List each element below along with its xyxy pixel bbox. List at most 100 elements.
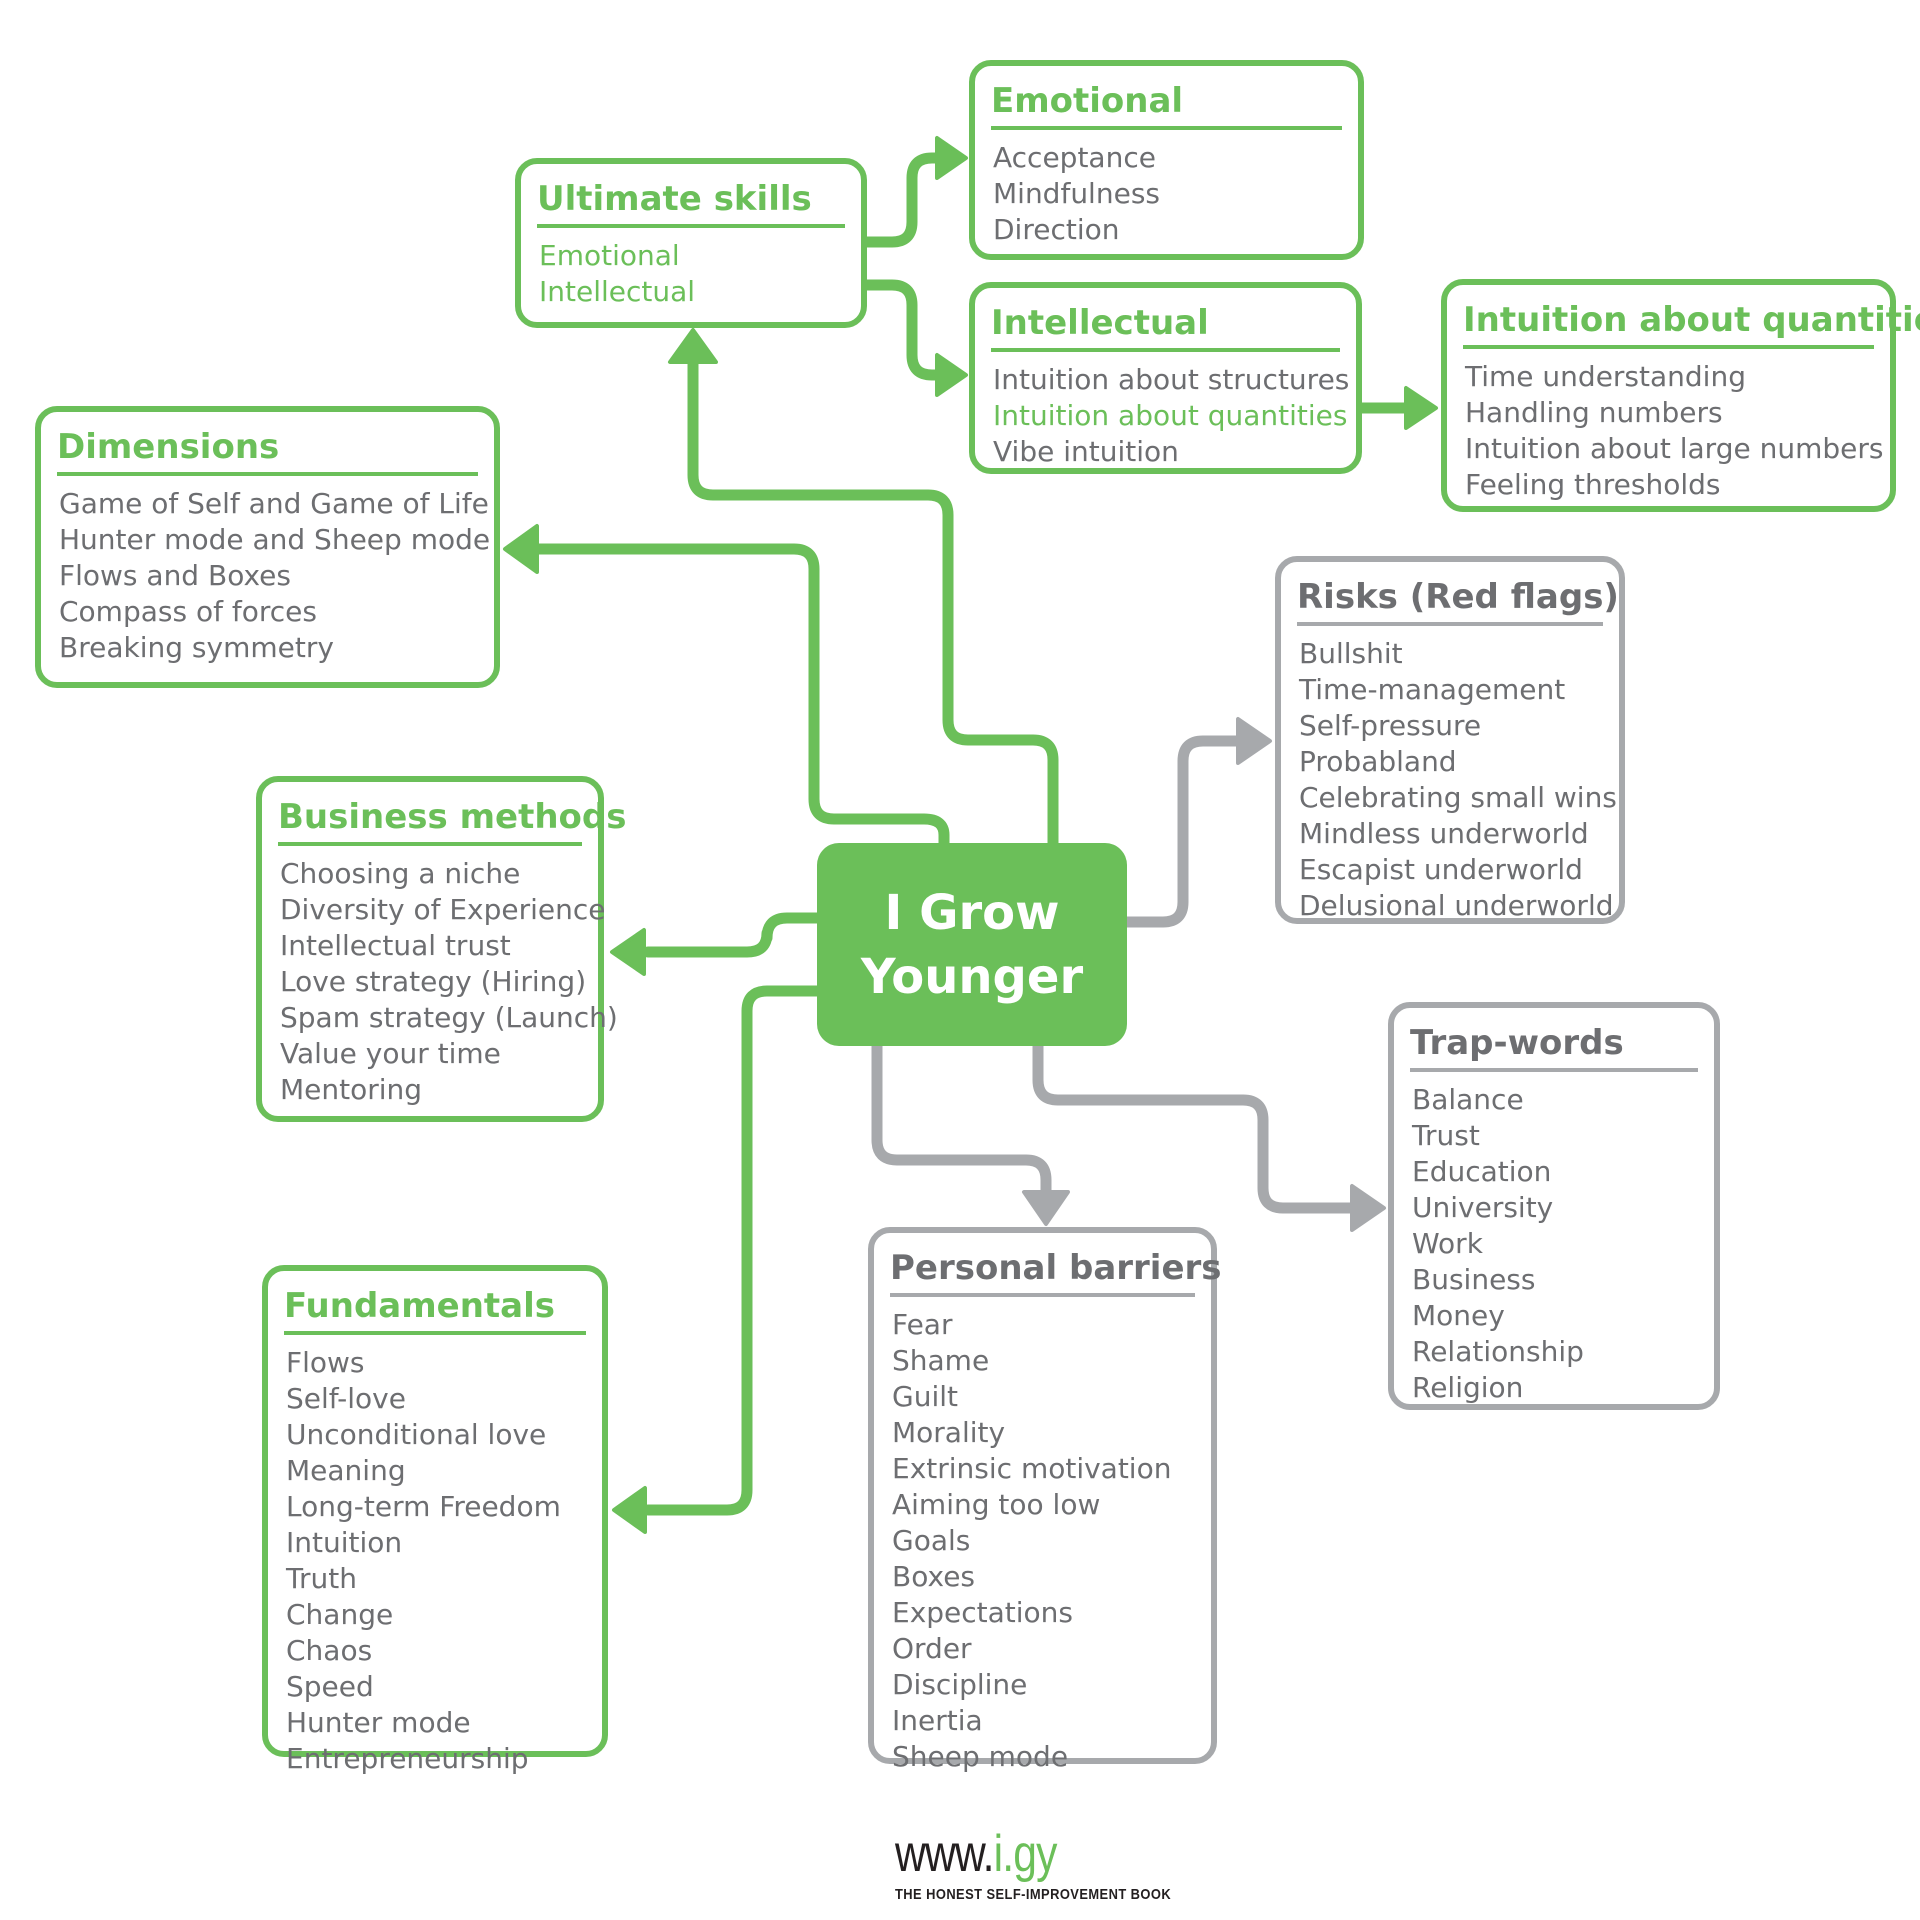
logo-prefix: www.: [895, 1825, 994, 1883]
trap-words-list: Balance Trust Education University Work …: [1410, 1082, 1698, 1406]
list-item: Entrepreneurship: [286, 1742, 529, 1775]
arrowhead-trap-words: [1350, 1184, 1386, 1232]
intellectual-list: Intuition about structures Intuition abo…: [991, 362, 1349, 470]
list-item: Acceptance: [993, 141, 1156, 174]
connector-risks: [1121, 735, 1244, 928]
list-item: Intellectual: [539, 275, 696, 308]
list-item: Mindless underworld: [1299, 817, 1589, 850]
risks-box: Risks (Red flags) Bullshit Time-manageme…: [1275, 556, 1625, 924]
business-methods-list: Choosing a niche Diversity of Experience…: [278, 856, 618, 1108]
connector-personal-barriers: [871, 1040, 1052, 1198]
list-item: Guilt: [892, 1380, 958, 1413]
connector-fundamentals: [642, 985, 823, 1516]
list-item: Hunter mode: [286, 1706, 471, 1739]
list-item: Expectations: [892, 1596, 1074, 1629]
arrowhead-business-methods: [610, 928, 646, 976]
connector-dimensions: [532, 543, 950, 849]
list-item: Value your time: [280, 1037, 501, 1070]
intuition-quantities-title: Intuition about quantities: [1463, 299, 1920, 349]
emotional-list: Acceptance Mindfulness Direction: [991, 140, 1342, 248]
list-item: Game of Self and Game of Life: [59, 487, 489, 520]
list-item: Delusional underworld: [1299, 889, 1614, 922]
list-item: Flows: [286, 1346, 365, 1379]
site-logo[interactable]: www.i.gy: [895, 1826, 1141, 1882]
list-item: Feeling thresholds: [1465, 468, 1721, 501]
list-item: Handling numbers: [1465, 396, 1723, 429]
trap-words-box: Trap-words Balance Trust Education Unive…: [1388, 1002, 1720, 1410]
connector-trap-words: [1032, 1040, 1356, 1214]
list-item: Boxes: [892, 1560, 976, 1593]
list-item: Shame: [892, 1344, 990, 1377]
list-item: Emotional: [539, 239, 680, 272]
list-item: Vibe intuition: [993, 435, 1179, 468]
fundamentals-title: Fundamentals: [284, 1285, 586, 1335]
list-item: Balance: [1412, 1083, 1524, 1116]
dimensions-title: Dimensions: [57, 426, 478, 476]
list-item: Long-term Freedom: [286, 1490, 561, 1523]
list-item: Self-love: [286, 1382, 406, 1415]
intuition-quantities-list: Time understanding Handling numbers Intu…: [1463, 359, 1884, 503]
list-item: Time understanding: [1465, 360, 1746, 393]
list-item: Hunter mode and Sheep mode: [59, 523, 491, 556]
intuition-quantities-box: Intuition about quantities Time understa…: [1441, 279, 1920, 512]
list-item: Intuition about large numbers: [1465, 432, 1884, 465]
personal-barriers-list: Fear Shame Guilt Morality Extrinsic moti…: [890, 1307, 1195, 1775]
list-item: Order: [892, 1632, 972, 1665]
central-title-line2: Younger: [860, 948, 1084, 1005]
connector-intellectual: [861, 279, 948, 381]
connector-emotional: [861, 152, 948, 248]
list-item: Morality: [892, 1416, 1006, 1449]
intellectual-box: Intellectual Intuition about structures …: [969, 282, 1362, 474]
list-item: Goals: [892, 1524, 971, 1557]
fundamentals-box: Fundamentals Flows Self-love Uncondition…: [262, 1265, 608, 1775]
list-item: Intuition about quantities: [993, 399, 1348, 432]
list-item: Discipline: [892, 1668, 1028, 1701]
list-item: Chaos: [286, 1634, 373, 1667]
emotional-box: Emotional Acceptance Mindfulness Directi…: [969, 60, 1364, 260]
list-item: Direction: [993, 213, 1120, 246]
dimensions-list: Game of Self and Game of Life Hunter mod…: [57, 486, 491, 666]
footer-logo[interactable]: www.i.gy THE HONEST SELF-IMPROVEMENT BOO…: [895, 1826, 1195, 1903]
business-methods-box: Business methods Choosing a niche Divers…: [256, 776, 626, 1122]
risks-title: Risks (Red flags): [1297, 576, 1619, 626]
trap-words-title: Trap-words: [1410, 1022, 1698, 1072]
list-item: Speed: [286, 1670, 374, 1703]
list-item: Compass of forces: [59, 595, 317, 628]
list-item: Relationship: [1412, 1335, 1584, 1368]
business-methods-title: Business methods: [278, 796, 626, 846]
list-item: Self-pressure: [1299, 709, 1482, 742]
arrowhead-dimensions: [503, 524, 539, 574]
list-item: Aiming too low: [892, 1488, 1101, 1521]
arrowhead-personal-barriers: [1022, 1190, 1070, 1226]
ultimate-skills-box: Ultimate skills Emotional Intellectual: [515, 158, 867, 328]
logo-accent: i.gy: [993, 1825, 1058, 1883]
list-item: Work: [1412, 1227, 1483, 1260]
list-item: Choosing a niche: [280, 857, 521, 890]
connector-ultimate-skills: [687, 349, 1059, 849]
intellectual-title: Intellectual: [991, 302, 1340, 352]
list-item: Inertia: [892, 1704, 983, 1737]
arrowhead-emotional: [935, 136, 968, 180]
central-title-line1: I Grow: [884, 884, 1060, 941]
list-item: Escapist underworld: [1299, 853, 1583, 886]
list-item: Diversity of Experience: [280, 893, 606, 926]
fundamentals-list: Flows Self-love Unconditional love Meani…: [284, 1345, 586, 1777]
list-item: Extrinsic motivation: [892, 1452, 1172, 1485]
list-item: Breaking symmetry: [59, 631, 334, 664]
arrowhead-ultimate-skills: [668, 328, 718, 364]
list-item: Meaning: [286, 1454, 406, 1487]
list-item: Celebrating small wins: [1299, 781, 1617, 814]
list-item: Change: [286, 1598, 394, 1631]
list-item: Fear: [892, 1308, 953, 1341]
list-item: Intellectual trust: [280, 929, 511, 962]
list-item: Probabland: [1299, 745, 1457, 778]
list-item: Mentoring: [280, 1073, 423, 1106]
list-item: Trust: [1412, 1119, 1480, 1152]
list-item: University: [1412, 1191, 1554, 1224]
list-item: Bullshit: [1299, 637, 1403, 670]
list-item: Business: [1412, 1263, 1536, 1296]
list-item: Sheep mode: [892, 1740, 1069, 1773]
emotional-title: Emotional: [991, 80, 1342, 130]
central-title: I Grow Younger: [861, 881, 1083, 1009]
